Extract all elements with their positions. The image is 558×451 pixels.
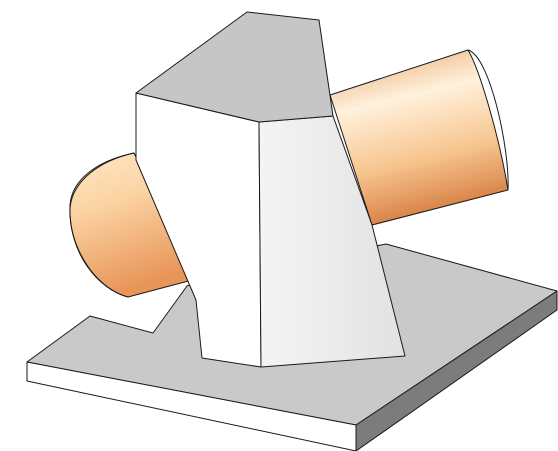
base-plate-side bbox=[355, 290, 558, 451]
base-plate-front bbox=[26, 361, 357, 451]
angled-block bbox=[135, 11, 406, 368]
cylinder-front-portion bbox=[69, 152, 197, 298]
angled-block-top-face bbox=[135, 11, 334, 123]
cylinder-back-end bbox=[467, 49, 509, 191]
cylinder-front-end bbox=[69, 152, 135, 298]
cylinder-back-portion bbox=[329, 49, 509, 226]
